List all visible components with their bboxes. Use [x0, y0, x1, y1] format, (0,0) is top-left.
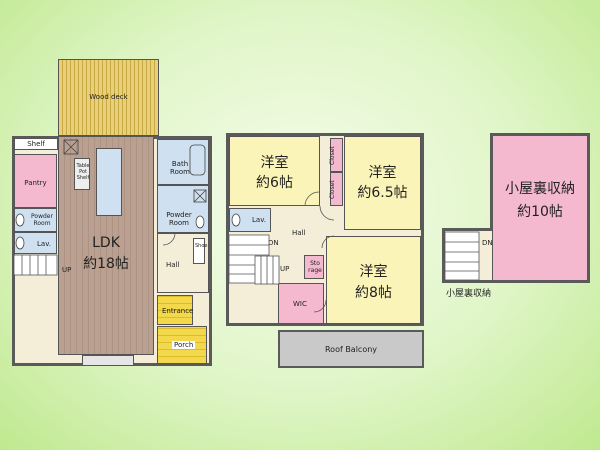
shoe-cabinet: Shoe — [193, 238, 208, 264]
stair-attic — [444, 231, 480, 281]
porch: Porch — [157, 326, 207, 364]
western-room-2-size: 約6.5帖 — [357, 185, 408, 201]
storage-label: Sto rage — [308, 260, 322, 275]
western-room-1: 洋室 約6帖 — [229, 136, 320, 206]
entrance-label: Entrance — [162, 307, 194, 315]
wood-deck-label: Wood deck — [89, 93, 128, 101]
walk-in-closet-label: WIC — [293, 300, 307, 308]
western-room-3: 洋室 約8帖 — [326, 236, 421, 324]
toilet-icons — [15, 213, 241, 250]
storage: Sto rage — [304, 255, 324, 279]
closet-1: Closet — [329, 138, 343, 172]
floor-2-dn-label: DN — [268, 239, 279, 247]
shoe-cabinet-label: Shoe — [195, 243, 208, 249]
wood-deck: Wood deck — [58, 59, 159, 136]
roof-balcony-label: Roof Balcony — [324, 345, 378, 354]
lav-floor-2: Lav. — [229, 208, 271, 232]
western-room-3-label: 洋室 — [359, 264, 388, 280]
bath-fixtures — [63, 139, 207, 203]
powder-room-left-label: Powder Room — [31, 213, 53, 228]
western-room-1-label: 洋室 — [260, 155, 289, 171]
western-room-2: 洋室 約6.5帖 — [344, 136, 421, 230]
lav-left: Lav. — [14, 232, 57, 254]
pantry-label: Pantry — [24, 179, 47, 187]
walk-in-closet: WIC — [278, 283, 324, 324]
bath-room: Bath Room — [157, 139, 209, 185]
western-room-2-label: 洋室 — [368, 165, 397, 181]
attic-dn-label: DN — [482, 239, 493, 247]
kitchen-counter-label: Table Pot Shelf — [76, 163, 90, 181]
roof-balcony: Roof Balcony — [278, 330, 424, 368]
powder-room-right-label: Powder Room — [166, 211, 192, 228]
kitchen-island — [96, 148, 122, 216]
attic-storage: 小屋裏収納 約10帖 — [490, 133, 590, 283]
porch-label: Porch — [172, 341, 196, 350]
hall-floor-1-label: Hall — [166, 261, 180, 269]
lav-floor-2-label: Lav. — [252, 216, 267, 224]
door-swings — [162, 191, 335, 313]
pantry: Pantry — [14, 154, 57, 208]
western-room-1-size: 約6帖 — [256, 175, 293, 191]
shelf: Shelf — [14, 138, 58, 150]
ldk-size: 約18帖 — [83, 256, 129, 272]
ldk-step — [82, 355, 134, 366]
ldk-label: LDK — [92, 235, 120, 251]
attic-storage-label: 小屋裏収納 — [505, 181, 575, 197]
kitchen-counter: Table Pot Shelf — [74, 158, 90, 190]
attic-storage-size: 約10帖 — [517, 204, 563, 220]
attic-caption: 小屋裏収納 — [446, 289, 492, 299]
hall-floor-2-label: Hall — [292, 229, 306, 237]
floor-2-up-label: UP — [280, 265, 290, 273]
entrance: Entrance — [157, 295, 193, 325]
floor-1-up-label: UP — [62, 266, 72, 274]
closet-2: Closet — [329, 172, 343, 206]
stair-floor-2 — [228, 234, 280, 285]
shelf-label: Shelf — [27, 140, 45, 148]
stair-floor-1 — [13, 254, 58, 276]
western-room-3-size: 約8帖 — [355, 285, 392, 301]
lav-left-label: Lav. — [37, 240, 52, 248]
bath-room-label: Bath Room — [170, 160, 190, 177]
